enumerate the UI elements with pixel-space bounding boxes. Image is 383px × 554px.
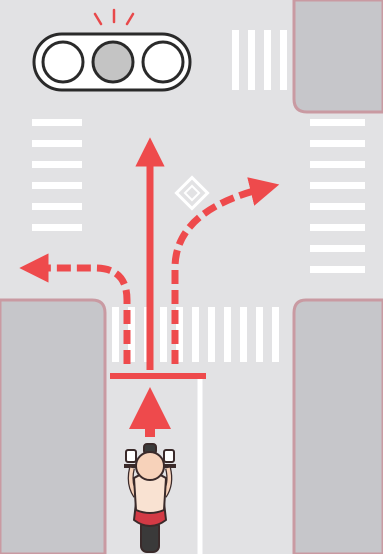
motorcycle-rider-icon — [124, 443, 176, 553]
lamp-middle — [91, 40, 135, 84]
block-bottom-left — [0, 298, 107, 554]
lane-markings — [174, 175, 210, 554]
arrow-right — [171, 177, 280, 364]
stop-line — [110, 373, 206, 379]
diamond-mark — [174, 175, 210, 211]
lamp-right — [141, 40, 185, 84]
block-top-right — [292, 0, 383, 114]
crosswalk-right — [310, 119, 365, 273]
crosswalk-left — [32, 119, 82, 231]
block-bottom-right — [292, 298, 383, 554]
lamp-left — [41, 40, 85, 84]
movement-arrows — [19, 137, 280, 370]
traffic-light-icon — [32, 8, 192, 92]
flash-rays-icon — [93, 8, 135, 26]
arrow-left — [19, 253, 131, 364]
crosswalk-top — [232, 30, 287, 90]
